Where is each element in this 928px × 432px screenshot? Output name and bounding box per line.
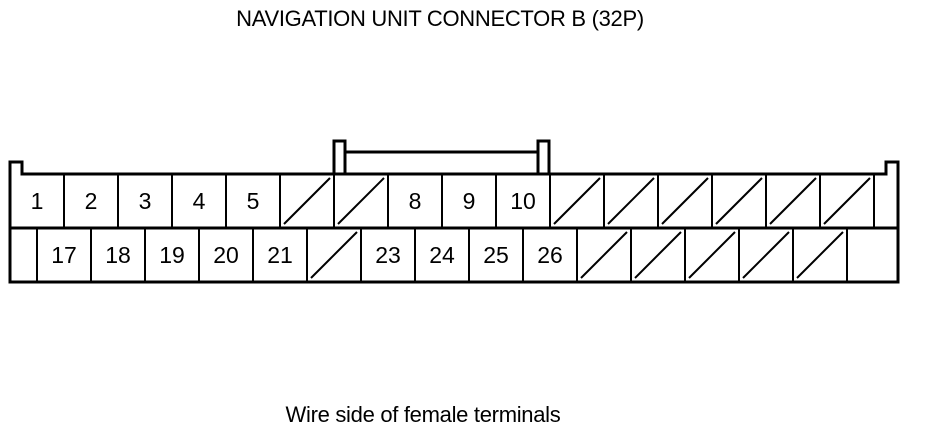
empty-terminal-slash [634, 231, 682, 279]
empty-terminal-slash [661, 177, 709, 225]
terminal-1: 1 [31, 188, 44, 214]
connector-title: NAVIGATION UNIT CONNECTOR B (32P) [236, 6, 644, 31]
empty-terminal-slash [715, 177, 763, 225]
empty-terminal-slash [607, 177, 655, 225]
terminal-8: 8 [409, 188, 422, 214]
terminal-9: 9 [463, 188, 476, 214]
empty-terminal-slash [337, 177, 385, 225]
terminal-18: 18 [105, 242, 131, 268]
terminal-23: 23 [375, 242, 401, 268]
connector-body [8, 160, 900, 284]
empty-terminal-slash [823, 177, 871, 225]
empty-terminal-slash [310, 231, 358, 279]
empty-terminal-slash [742, 231, 790, 279]
terminal-21: 21 [267, 242, 293, 268]
empty-terminal-slash [553, 177, 601, 225]
empty-terminal-slash [580, 231, 628, 279]
terminal-3: 3 [139, 188, 152, 214]
locking-tab [332, 139, 551, 174]
terminal-17: 17 [51, 242, 77, 268]
terminal-25: 25 [483, 242, 509, 268]
terminal-4: 4 [193, 188, 206, 214]
terminal-10: 10 [510, 188, 536, 214]
empty-terminal-slash [688, 231, 736, 279]
terminal-2: 2 [85, 188, 98, 214]
terminal-5: 5 [247, 188, 260, 214]
terminal-19: 19 [159, 242, 185, 268]
connector-caption: Wire side of female terminals [285, 402, 561, 427]
terminal-20: 20 [213, 242, 239, 268]
empty-terminal-slash [796, 231, 844, 279]
terminal-26: 26 [537, 242, 563, 268]
empty-terminal-slash [769, 177, 817, 225]
terminal-24: 24 [429, 242, 455, 268]
empty-terminal-slash [283, 177, 331, 225]
connector-outline [8, 139, 900, 284]
